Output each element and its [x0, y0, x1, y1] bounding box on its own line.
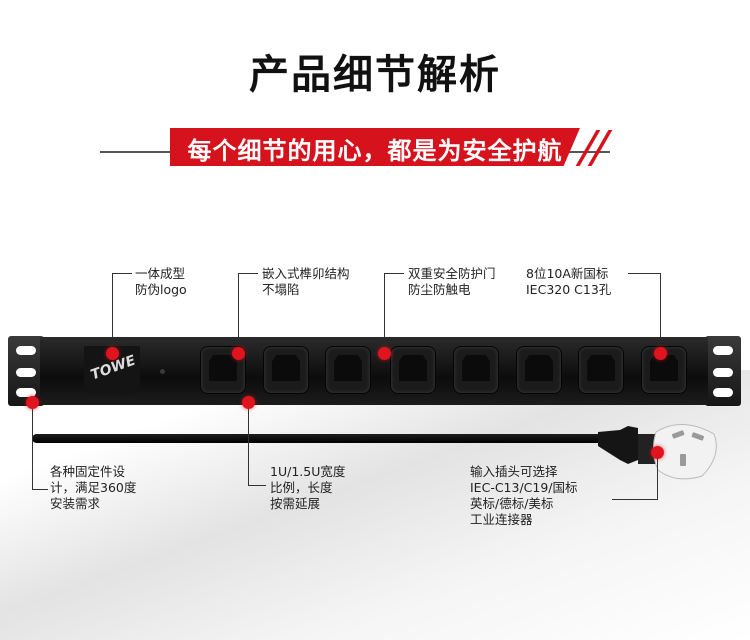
callout-shutter-label: 双重安全防护门 防尘防触电	[408, 266, 496, 297]
callout-mount-line-v	[32, 402, 33, 490]
marker-plug	[651, 446, 664, 459]
callout-shutter-line-v	[384, 273, 385, 353]
callout-tenon-label: 嵌入式榫卯结构 不塌陷	[262, 266, 350, 297]
callout-width-label: 1U/1.5U宽度 比例，长度 按需延展	[270, 464, 346, 511]
bracket-hole	[16, 368, 36, 377]
outlet-6	[516, 346, 562, 394]
marker-tenon	[232, 347, 245, 360]
outlet-3	[325, 346, 371, 394]
bracket-hole	[713, 368, 733, 377]
bracket-hole	[713, 388, 733, 397]
bracket-hole	[16, 346, 36, 355]
callout-outlets-label: 8位10A新国标 IEC320 C13孔	[526, 266, 612, 297]
outlet-4	[390, 346, 436, 394]
marker-outlets	[654, 347, 667, 360]
power-cable	[32, 434, 602, 443]
marker-mount	[26, 396, 39, 409]
callout-mount-line-h	[32, 489, 48, 490]
power-plug-icon	[598, 423, 717, 480]
callout-tenon-line-v	[238, 273, 239, 353]
callout-plug-line-h	[612, 499, 658, 500]
marker-shutter	[378, 347, 391, 360]
callout-logo-label: 一体成型 防伪logo	[135, 266, 187, 297]
callout-width-line-h	[248, 485, 266, 486]
outlet-7	[578, 346, 624, 394]
banner-text: 每个细节的用心，都是为安全护航	[187, 137, 563, 165]
callout-logo-line-v	[112, 273, 113, 353]
callout-logo-line-h	[112, 273, 132, 274]
bracket-hole	[16, 388, 36, 397]
callout-outlets-line-v	[660, 273, 661, 353]
indicator-light	[160, 369, 165, 374]
marker-width	[242, 396, 255, 409]
outlet-2	[263, 346, 309, 394]
banner-slash-2	[587, 130, 613, 166]
callout-plug-label: 输入插头可选择 IEC-C13/C19/国标 英标/德标/美标 工业连接器	[470, 464, 578, 527]
callout-outlets-line-h	[628, 273, 660, 274]
left-mounting-bracket	[8, 336, 44, 406]
banner-background	[170, 128, 580, 166]
callout-tenon-line-h	[238, 273, 258, 274]
outlet-8	[641, 346, 687, 394]
callout-mount-label: 各种固定件设 计，满足360度 安装需求	[50, 464, 137, 511]
marker-logo	[106, 347, 119, 360]
background-stripe	[0, 370, 750, 640]
callout-shutter-line-h	[384, 273, 404, 274]
outlet-5	[453, 346, 499, 394]
callout-width-line-v	[248, 402, 249, 486]
right-mounting-bracket	[705, 336, 741, 406]
bracket-hole	[713, 346, 733, 355]
callout-plug-line-v	[657, 452, 658, 500]
page-title: 产品细节解析	[249, 52, 501, 98]
